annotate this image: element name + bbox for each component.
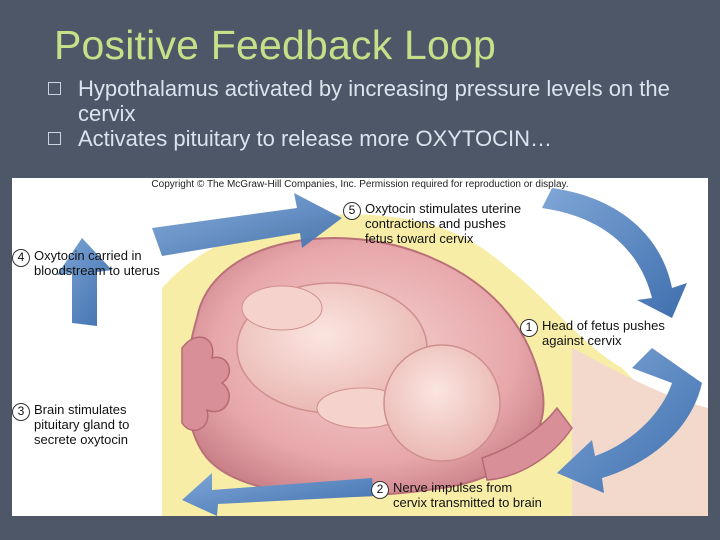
step-text: Brain stimulates pituitary gland to secr… xyxy=(34,402,130,447)
cervix-shape xyxy=(481,406,573,481)
feedback-loop-figure: Copyright © The McGraw-Hill Companies, I… xyxy=(12,178,708,516)
step-number: 3 xyxy=(12,403,30,421)
fetus-limb-shape xyxy=(241,285,323,331)
copyright-notice: Copyright © The McGraw-Hill Companies, I… xyxy=(151,179,569,190)
step-3-label: 3 Brain stimulates pituitary gland to se… xyxy=(12,402,129,447)
step-1-label: 1 Head of fetus pushes against cervix xyxy=(520,318,665,348)
bullet-item: Hypothalamus activated by increasing pre… xyxy=(48,76,708,126)
bullet-item: Activates pituitary to release more OXYT… xyxy=(48,126,708,151)
step-text: Nerve impulses from cervix transmitted t… xyxy=(393,480,542,510)
step-text: Oxytocin carried in bloodstream to uteru… xyxy=(34,248,160,278)
bullet-list: Hypothalamus activated by increasing pre… xyxy=(48,76,708,151)
arrow-right-shape xyxy=(542,188,687,318)
intestine-shape xyxy=(181,336,231,431)
arrow-lower-right-shape xyxy=(557,348,702,493)
step-number: 5 xyxy=(343,202,361,220)
bullet-text: Hypothalamus activated by increasing pre… xyxy=(78,76,670,126)
step-number: 2 xyxy=(371,481,389,499)
checkbox-bullet-icon xyxy=(48,82,61,95)
bullet-text: Activates pituitary to release more OXYT… xyxy=(78,126,552,151)
step-4-label: 4 Oxytocin carried in bloodstream to ute… xyxy=(12,248,160,278)
slide-title: Positive Feedback Loop xyxy=(54,22,497,68)
checkbox-bullet-icon xyxy=(48,132,61,145)
step-5-label: 5 Oxytocin stimulates uterine contractio… xyxy=(343,201,521,246)
fetus-head-shape xyxy=(383,344,501,462)
step-text: Head of fetus pushes against cervix xyxy=(542,318,665,348)
arrow-bottom-shape xyxy=(182,473,374,516)
arrow-left-shape xyxy=(57,238,112,326)
step-text: Oxytocin stimulates uterine contractions… xyxy=(365,201,522,246)
step-number: 4 xyxy=(12,249,30,267)
illustration xyxy=(57,188,708,516)
arrow-top-shape xyxy=(152,193,342,256)
step-number: 1 xyxy=(520,319,538,337)
step-2-label: 2 Nerve impulses from cervix transmitted… xyxy=(371,480,542,510)
